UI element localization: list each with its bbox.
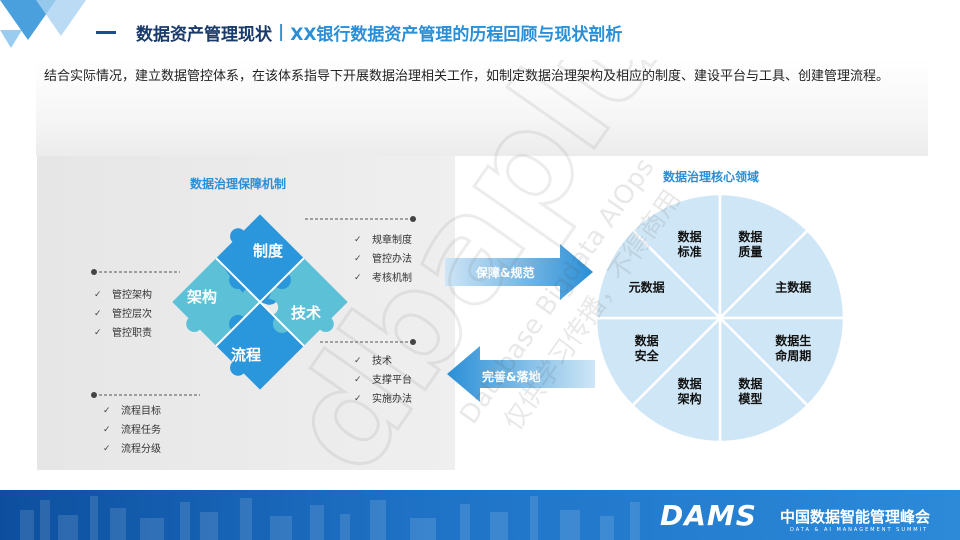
list-item: ✓管控层次 [94,305,152,324]
pie-segment-label: 数据 [738,229,762,244]
arrow-left-label: 完善&落地 [482,370,541,384]
page-subtitle: XX银行数据资产管理的历程回顾与现状剖析 [290,24,623,45]
title-dash [96,30,116,34]
check-icon: ✓ [354,375,362,385]
footer-logo: DAMS [660,499,757,532]
intro-box [36,58,928,156]
puzzle-label-left: 架构 [186,288,217,306]
flow-arrows [445,244,595,402]
corner-decoration [0,0,86,48]
list-item: ✓管控职责 [94,324,152,343]
check-icon: ✓ [354,394,362,404]
bullets-liucheng: ✓流程目标 ✓流程任务 ✓流程分级 [103,402,161,459]
skyline-decoration [20,496,640,540]
page-header: 数据资产管理现状 | XX银行数据资产管理的历程回顾与现状剖析 [96,18,622,46]
pie-segment-label: 数据 [635,333,659,348]
pie-segment-label: 主数据 [775,280,811,295]
pie-segment [716,316,846,408]
bullets-zhidu: ✓规章制度 ✓管控办法 ✓考核机制 [354,231,412,288]
list-item: ✓实施办法 [354,390,412,409]
check-icon: ✓ [354,254,362,264]
list-item: ✓流程目标 [103,402,161,421]
pie-segment [718,192,810,322]
list-item: ✓管控架构 [94,286,152,305]
pie-segment [718,314,810,444]
puzzle-label-bottom: 流程 [231,346,261,364]
bullets-jishu: ✓技术 ✓支撑平台 ✓实施办法 [354,352,412,409]
list-item: ✓考核机制 [354,269,412,288]
list-item: ✓流程任务 [103,421,161,440]
pie-segment-label: 数据 [678,376,702,391]
check-icon: ✓ [94,328,102,338]
right-panel-title: 数据治理核心领域 [663,170,760,184]
page-title: 数据资产管理现状 [136,24,272,45]
pie-segment-label: 架构 [677,391,702,406]
footer-band [0,490,960,540]
puzzle-diagram: 制度 架构 技术 流程 [172,214,348,390]
list-item: ✓规章制度 [354,231,412,250]
check-icon: ✓ [354,356,362,366]
bullets-jiagou: ✓管控架构 ✓管控层次 ✓管控职责 [94,286,152,343]
pie-segment-label: 标准 [677,244,702,259]
check-icon: ✓ [94,309,102,319]
title-separator: | [278,22,285,42]
puzzle-label-top: 制度 [253,242,284,260]
pie-segment-label: 数据生 [775,333,811,348]
check-icon: ✓ [103,444,111,454]
pie-segment [716,228,846,320]
check-icon: ✓ [103,425,111,435]
pie-segment-label: 模型 [738,391,762,406]
list-item: ✓管控办法 [354,250,412,269]
check-icon: ✓ [94,290,102,300]
list-item: ✓技术 [354,352,412,371]
footer-logo-en: DATA & AI MANAGEMENT SUMMIT [790,527,929,533]
pie-segment-label: 元数据 [629,280,665,295]
intro-text: 结合实际情况，建立数据管控体系，在该体系指导下开展数据治理相关工作，如制定数据治… [44,69,890,84]
footer-logo-cn: 中国数据智能管理峰会 [780,508,931,526]
puzzle-label-right: 技术 [291,304,321,322]
arrow-left [447,346,595,402]
pie-segment [594,228,724,320]
pie-segment-label: 数据 [678,229,702,244]
pie-segment-label: 数据 [738,376,762,391]
list-item: ✓流程分级 [103,440,161,459]
left-panel-title: 数据治理保障机制 [190,177,287,191]
pie-segment-label: 命周期 [774,348,811,363]
check-icon: ✓ [354,235,362,245]
pie-segment-label: 质量 [738,244,762,259]
pie-segment [630,192,722,322]
arrow-right [445,244,593,300]
pie-segment-label: 安全 [635,348,660,363]
pie-segment [594,316,724,408]
arrow-right-label: 保障&规范 [476,266,535,280]
check-icon: ✓ [103,406,111,416]
check-icon: ✓ [354,273,362,283]
pie-segment [630,314,722,444]
list-item: ✓支撑平台 [354,371,412,390]
